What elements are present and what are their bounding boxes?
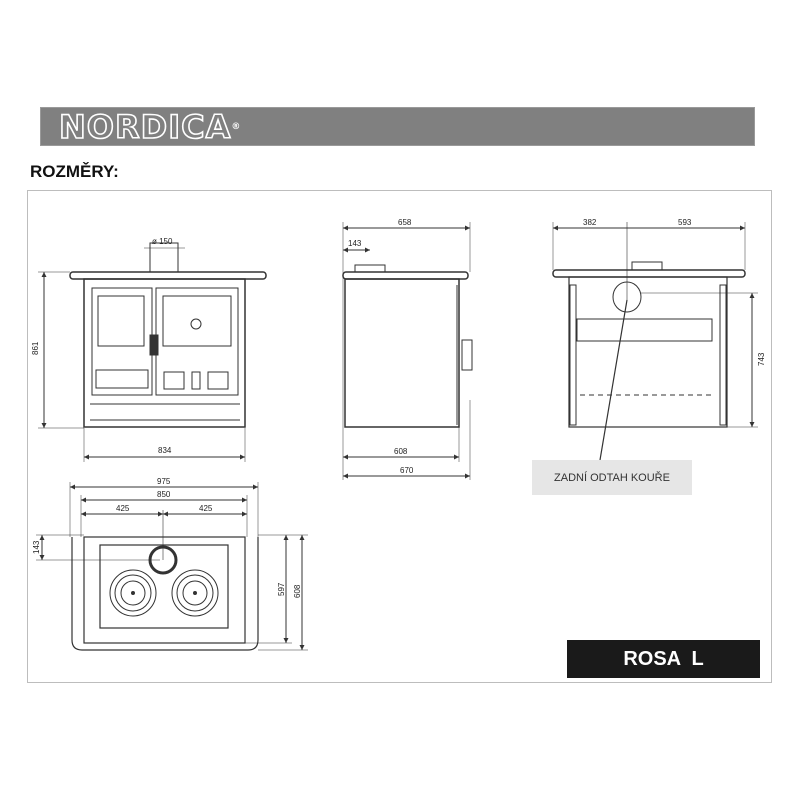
top-depth-dim: 608: [293, 584, 302, 598]
rear-flue-height-dim: 743: [757, 352, 766, 366]
rear-view: [552, 222, 758, 461]
side-depth-body-dim: 608: [394, 447, 408, 456]
front-height-dim: 861: [31, 341, 40, 355]
page-title: ROZMĚRY:: [30, 162, 119, 181]
top-total-width-dim: 975: [157, 477, 171, 486]
top-flue-offset-dim: 143: [32, 540, 41, 554]
top-depth-inner-dim: 597: [277, 582, 286, 596]
rear-right-dim: 593: [678, 218, 692, 227]
front-flue-diameter: ø 150: [152, 237, 173, 246]
rear-left-dim: 382: [583, 218, 597, 227]
front-width-dim: 834: [158, 446, 172, 455]
side-depth-total-dim: 670: [400, 466, 414, 475]
side-view: [342, 222, 473, 480]
burner-left: [109, 569, 157, 617]
rear-flue-callout: ZADNÍ ODTAH KOUŘE: [532, 460, 692, 495]
side-depth-top-dim: 658: [398, 218, 412, 227]
registered-mark: ®: [231, 122, 242, 132]
side-flue-offset-dim: 143: [348, 239, 362, 248]
burner-right: [171, 569, 219, 617]
model-label: ROSA L: [567, 640, 760, 678]
nordica-logo: NORDICA®: [58, 108, 242, 146]
header-bar: NORDICA®: [40, 107, 755, 146]
logo-text: NORDICA: [58, 108, 232, 146]
top-width-dim: 850: [157, 490, 171, 499]
front-view: [38, 242, 267, 462]
top-half-right-dim: 425: [199, 504, 213, 513]
drawing-frame: [27, 190, 772, 683]
top-half-left-dim: 425: [116, 504, 130, 513]
top-view: [36, 482, 308, 651]
